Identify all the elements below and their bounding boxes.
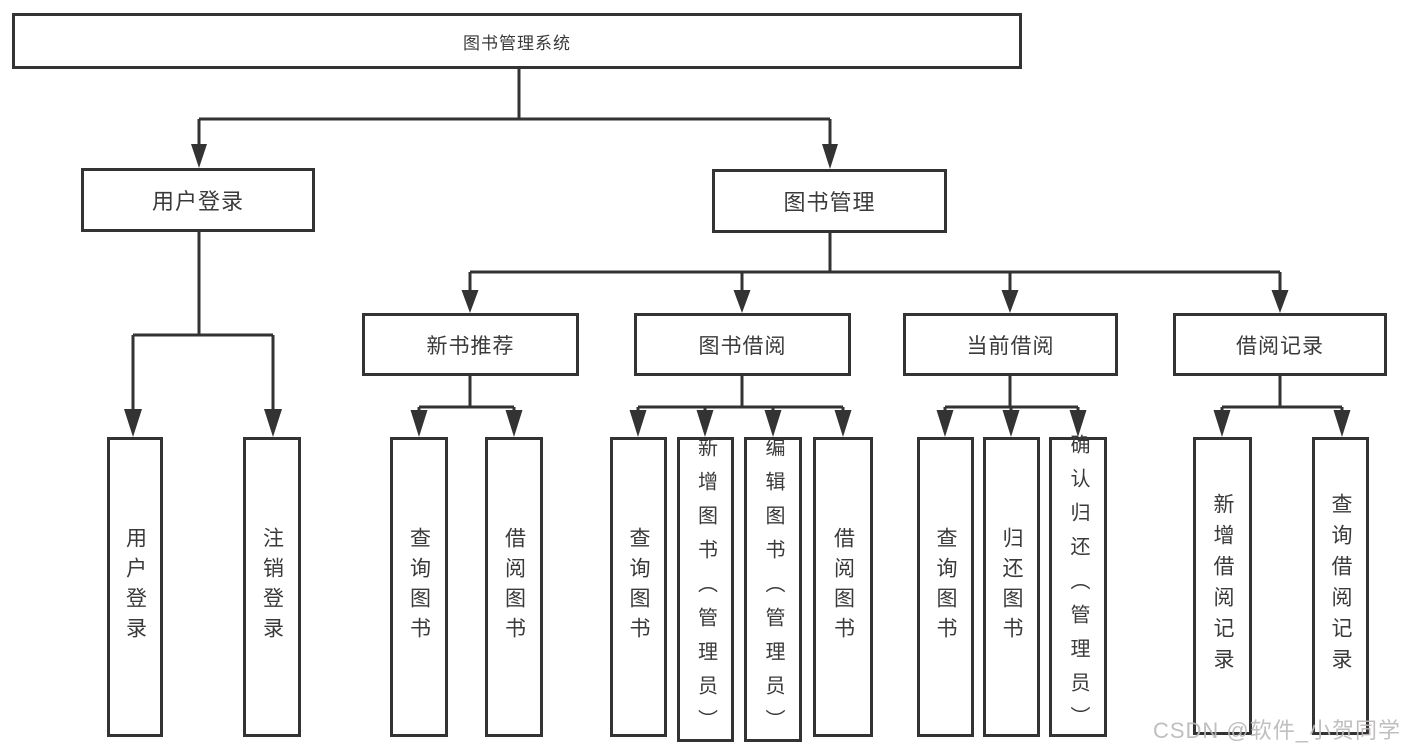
leaf-add-borrow-record: 新增借阅记录 — [1193, 437, 1252, 735]
leaf-query-borrow-record: 查询借阅记录 — [1312, 437, 1369, 735]
node-book-borrow-label: 图书借阅 — [698, 334, 787, 358]
node-borrow-record-label: 借阅记录 — [1236, 334, 1324, 358]
node-new-book-recommend: 新书推荐 — [362, 313, 579, 376]
node-new-book-recommend-label: 新书推荐 — [426, 334, 515, 358]
node-user-login-label: 用户登录 — [151, 189, 244, 214]
leaf-add-books-admin: 新增图书（管理员） — [677, 436, 734, 743]
arrowhead-icons — [124, 144, 1351, 437]
leaf-edit-books-admin-label: 编辑图书（管理员） — [762, 436, 784, 743]
leaf-return-books: 归还图书 — [983, 437, 1040, 737]
leaf-user-login-label: 用户登录 — [123, 527, 147, 647]
node-current-borrow-label: 当前借阅 — [966, 334, 1055, 358]
leaf-borrow-books-label: 借阅图书 — [831, 527, 855, 647]
leaf-query-books-current-label: 查询图书 — [934, 527, 957, 647]
connector-lines — [131, 68, 1344, 412]
leaf-borrow-books-recommend-label: 借阅图书 — [502, 527, 526, 647]
leaf-query-books-recommend-label: 查询图书 — [407, 527, 431, 647]
leaf-return-books-label: 归还图书 — [1000, 527, 1023, 647]
leaf-borrow-books: 借阅图书 — [813, 437, 873, 737]
leaf-query-books-current: 查询图书 — [917, 437, 974, 737]
csdn-watermark: CSDN @软件_小贺同学 — [1152, 718, 1401, 743]
leaf-borrow-books-recommend: 借阅图书 — [485, 437, 543, 737]
node-book-management-label: 图书管理 — [783, 190, 876, 215]
leaf-add-borrow-record-label: 新增借阅记录 — [1211, 493, 1234, 679]
leaf-query-books-recommend: 查询图书 — [390, 437, 448, 737]
node-book-management: 图书管理 — [712, 169, 947, 233]
leaf-logout: 注销登录 — [243, 437, 301, 737]
node-book-borrow: 图书借阅 — [634, 313, 851, 376]
leaf-add-books-admin-label: 新增图书（管理员） — [694, 436, 717, 743]
leaf-edit-books-admin: 编辑图书（管理员） — [744, 436, 802, 743]
leaf-query-books-borrow-label: 查询图书 — [627, 527, 650, 647]
leaf-query-borrow-record-label: 查询借阅记录 — [1329, 493, 1352, 679]
leaf-user-login: 用户登录 — [107, 437, 163, 737]
node-user-login: 用户登录 — [81, 168, 315, 232]
leaf-confirm-return-admin-label: 确认归还（管理员） — [1067, 434, 1089, 740]
leaf-query-books-borrow: 查询图书 — [610, 437, 667, 737]
node-current-borrow: 当前借阅 — [903, 313, 1118, 376]
leaf-logout-label: 注销登录 — [260, 527, 284, 647]
node-borrow-record: 借阅记录 — [1173, 313, 1387, 376]
leaf-confirm-return-admin: 确认归还（管理员） — [1049, 434, 1107, 740]
root-node-label: 图书管理系统 — [463, 33, 571, 53]
root-node-library-system: 图书管理系统 — [12, 13, 1022, 69]
